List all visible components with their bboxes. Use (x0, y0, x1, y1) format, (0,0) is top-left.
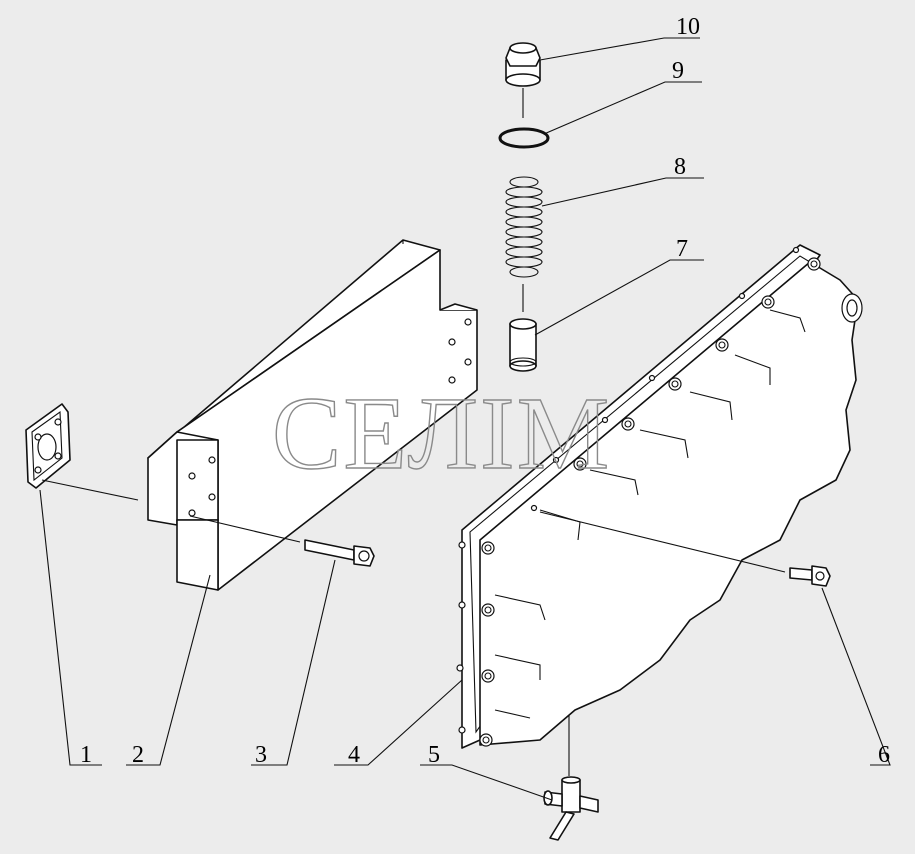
assembly-axis-lines (41, 88, 786, 776)
part-6-cover-body (479, 246, 863, 747)
leader-lines (39, 37, 891, 801)
callout-9: 9 (672, 58, 684, 84)
part-6-bolt (789, 565, 831, 587)
callout-1: 1 (80, 742, 92, 768)
callout-3: 3 (255, 742, 267, 768)
part-5-drain-valve (543, 776, 599, 841)
callout-2: 2 (132, 742, 144, 768)
callout-10: 10 (676, 14, 700, 40)
callout-7: 7 (676, 236, 688, 262)
part-3-bolt (304, 539, 375, 567)
part-1-gasket (25, 403, 71, 489)
callout-4: 4 (348, 742, 360, 768)
part-10-plug (505, 42, 541, 87)
callout-8: 8 (674, 154, 686, 180)
part-9-seal-ring (498, 127, 550, 149)
callout-6: 6 (878, 742, 890, 768)
part-8-spring (505, 176, 543, 278)
watermark-text: СЕЛІМ (272, 376, 611, 491)
callout-5: 5 (428, 742, 440, 768)
part-2-housing (147, 239, 478, 591)
part-7-piston (509, 318, 537, 372)
